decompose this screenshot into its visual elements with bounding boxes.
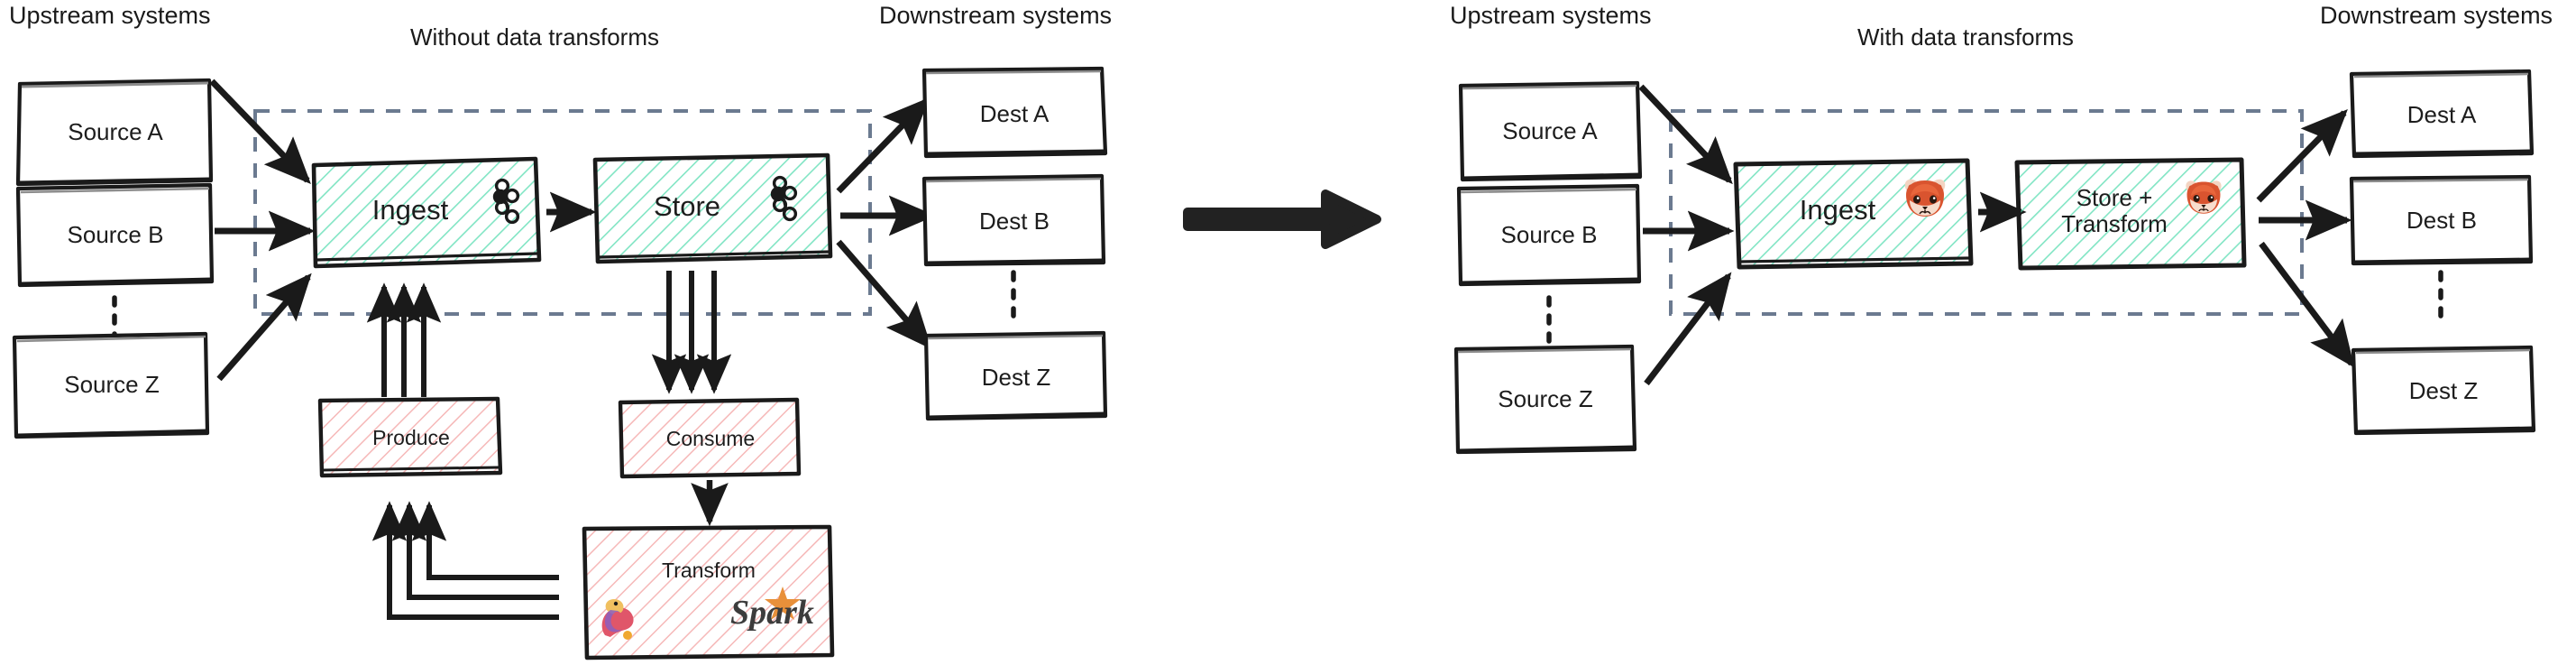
right-source-a-label: Source A (1502, 117, 1598, 144)
left-ingest-label: Ingest (371, 194, 449, 226)
left-arrow-transform-produce-3 (411, 501, 559, 580)
left-source-b-label: Source B (67, 221, 164, 248)
svg-text:Spark: Spark (730, 594, 814, 632)
left-dest-a-box (921, 66, 1108, 159)
right-dest-z-label: Dest Z (2408, 377, 2479, 404)
left-store-box (592, 152, 833, 264)
left-produce-label: Produce (372, 426, 450, 449)
right-source-b-box (1456, 183, 1642, 287)
left-dest-z-label: Dest Z (981, 364, 1051, 391)
right-upstream-label: Upstream systems (1450, 2, 1652, 29)
flink-squirrel-icon (601, 599, 634, 640)
left-source-a-box (15, 78, 214, 187)
left-dest-a-label: Dest A (979, 100, 1050, 127)
left-produce-box (317, 396, 503, 478)
right-dest-a-label: Dest A (2406, 101, 2477, 128)
kafka-icon (770, 175, 798, 222)
right-store-transform-label: Store + Transform (2061, 184, 2168, 238)
left-consume-box (618, 397, 802, 479)
right-source-z-box (1453, 344, 1637, 455)
left-arrow-transform-produce-1 (371, 501, 559, 620)
right-pipeline-boundary (1669, 109, 2304, 316)
right-source-a-box (1458, 80, 1643, 182)
right-dest-a-box (2349, 69, 2535, 159)
right-panel-title: With data transforms (1857, 23, 2074, 51)
left-arrow-store-destA (836, 97, 930, 194)
left-transform-box (582, 524, 835, 660)
left-upstream-label: Upstream systems (9, 2, 211, 29)
left-arrow-transform-produce-2 (391, 501, 559, 600)
left-ingest-box (311, 156, 542, 269)
big-right-arrow-icon (1183, 189, 1381, 249)
left-source-z-box (12, 331, 210, 439)
left-downstream-label: Downstream systems (879, 2, 1113, 29)
right-source-b-label: Source B (1500, 221, 1598, 248)
left-dest-b-label: Dest B (978, 208, 1050, 235)
left-dest-z-box (923, 330, 1108, 421)
spark-icon: Spark (730, 586, 814, 632)
redpanda-icon (2186, 180, 2222, 214)
right-source-z-label: Source Z (1498, 385, 1593, 412)
left-dest-b-box (921, 173, 1106, 267)
right-dest-z-box (2351, 345, 2536, 436)
left-transform-label: Transform (662, 559, 756, 582)
right-dest-b-box (2349, 174, 2534, 266)
left-source-z-label: Source Z (64, 371, 160, 398)
left-source-a-label: Source A (68, 118, 163, 145)
kafka-icon (492, 178, 520, 225)
left-panel-title: Without data transforms (410, 23, 659, 51)
left-source-b-box (15, 182, 215, 288)
left-store-label: Store (653, 190, 721, 222)
right-dest-b-label: Dest B (2406, 207, 2478, 234)
redpanda-icon (1904, 179, 1946, 217)
left-consume-label: Consume (665, 427, 756, 450)
right-arrow-store-destA (2256, 108, 2348, 203)
right-arrow-store-destZ (2259, 241, 2355, 368)
right-arrow-sourceZ-ingest (1644, 272, 1732, 386)
left-arrow-sourceZ-ingest (216, 272, 312, 382)
left-arrow-sourceA-ingest (209, 79, 311, 185)
left-arrow-store-destZ (836, 239, 932, 350)
right-downstream-label: Downstream systems (2320, 2, 2553, 29)
right-ingest-label: Ingest (1799, 194, 1876, 226)
right-arrow-sourceA-ingest (1638, 84, 1733, 185)
